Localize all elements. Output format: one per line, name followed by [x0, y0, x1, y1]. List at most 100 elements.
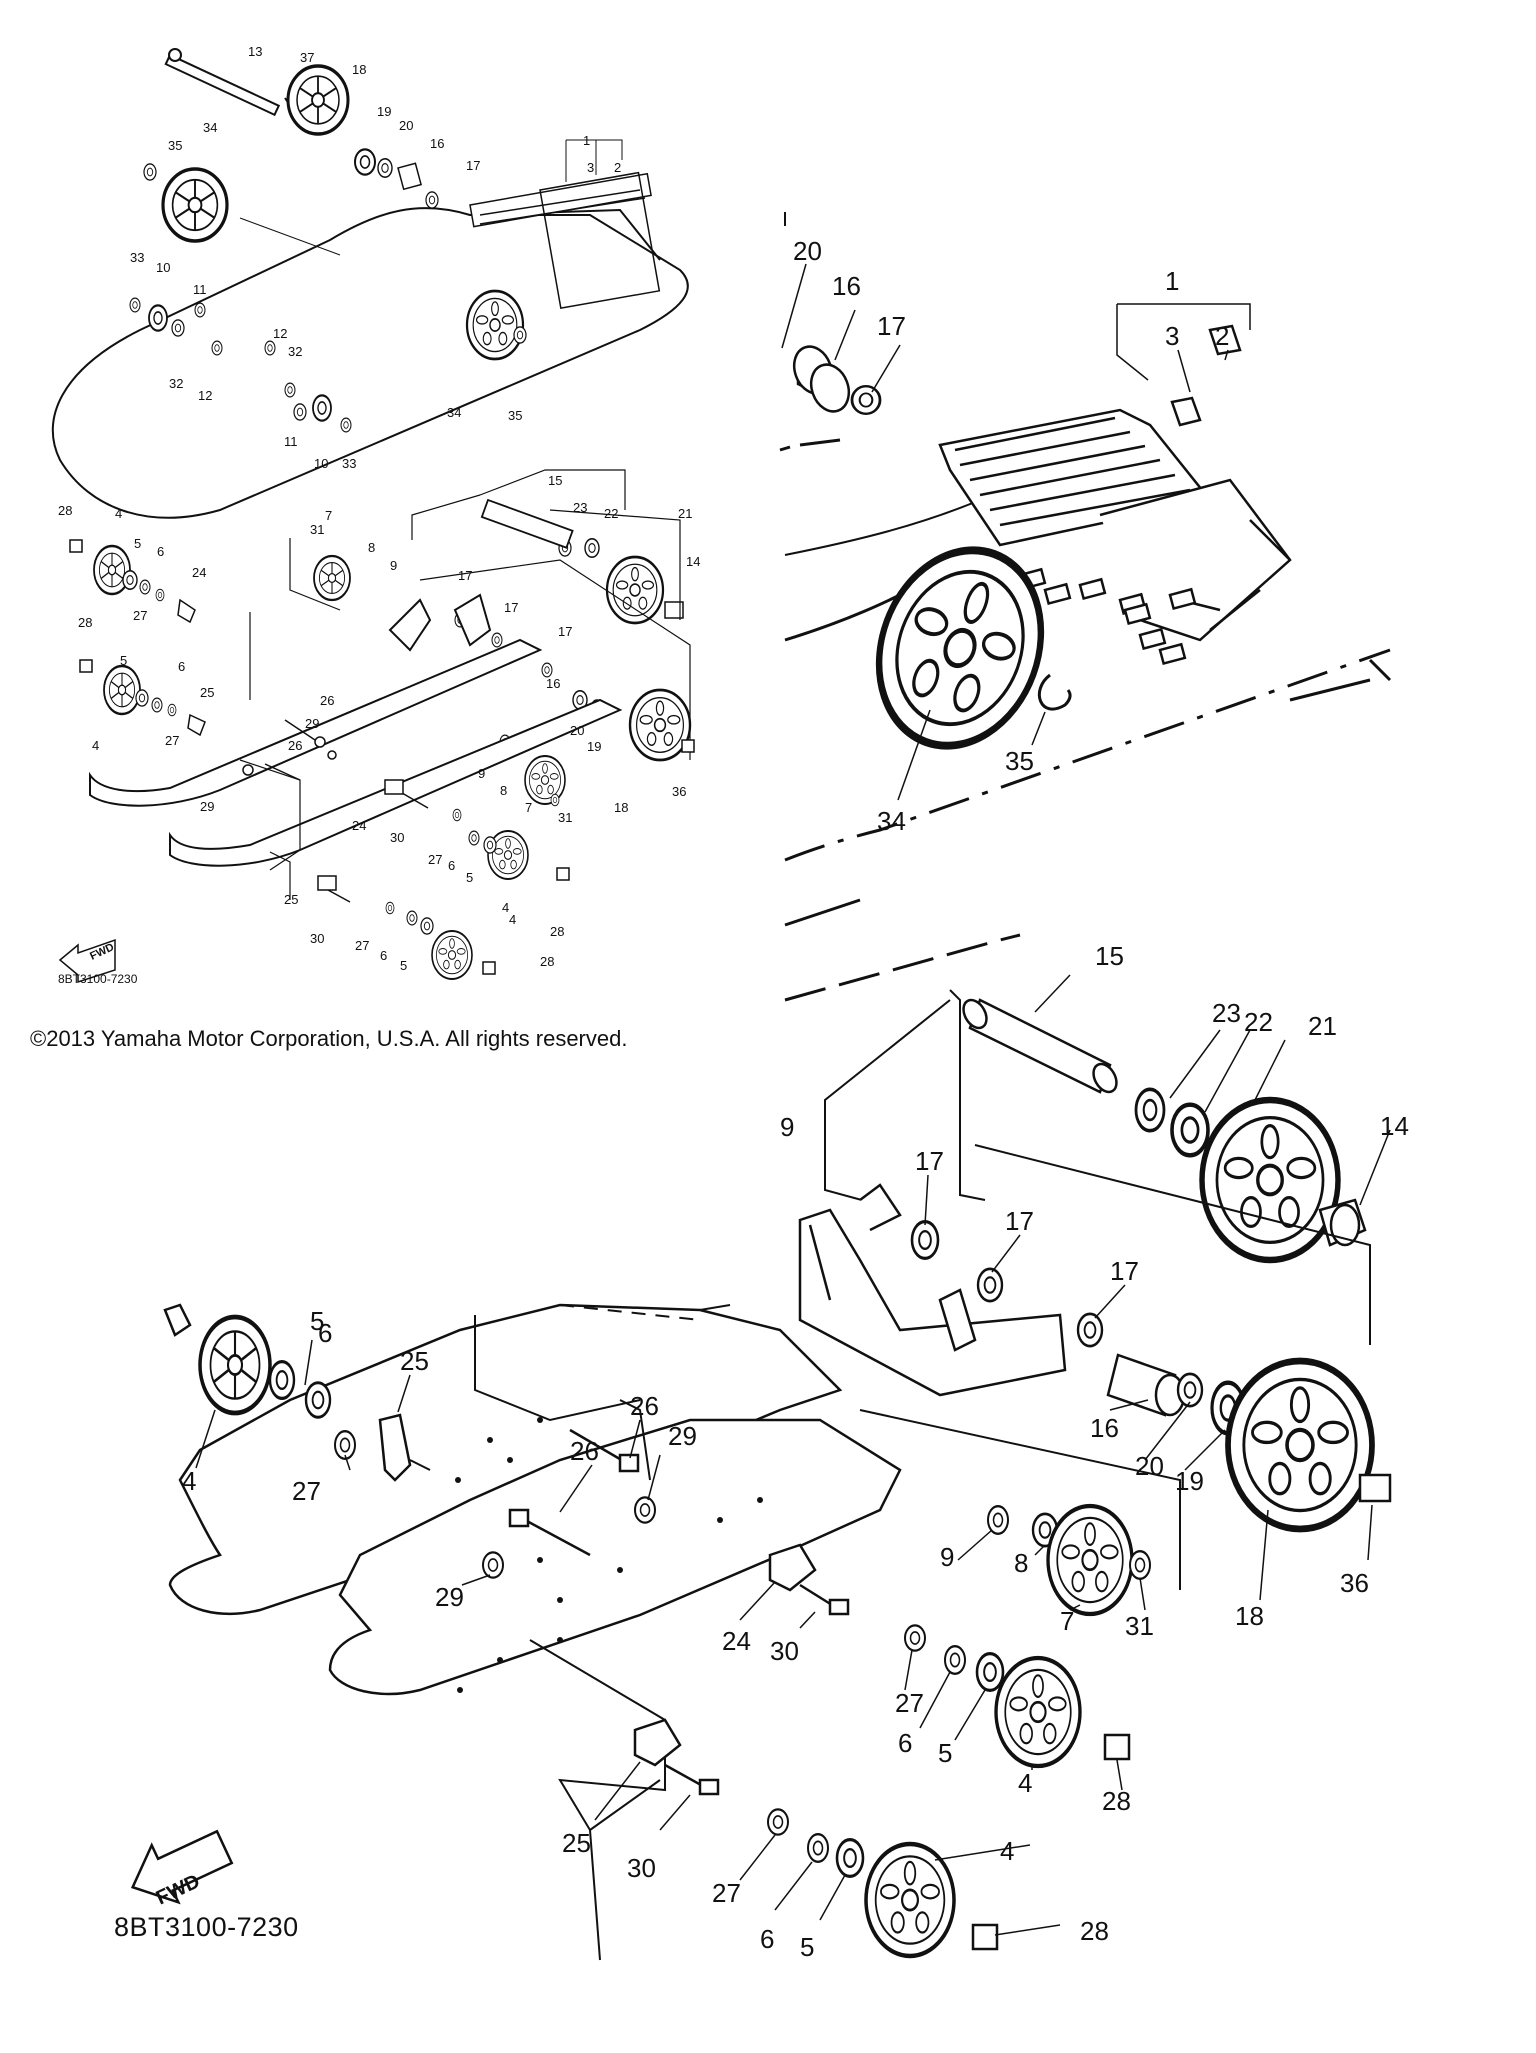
overview-callout-36: 9	[390, 558, 397, 573]
overview-callout-21: 33	[342, 456, 356, 471]
overview-callout-61: 24	[352, 818, 366, 833]
overview-callout-51: 29	[200, 799, 214, 814]
overview-callout-65: 5	[466, 870, 473, 885]
detail-callout-11: 21	[1308, 1011, 1337, 1041]
overview-callout-69: 30	[310, 931, 324, 946]
overview-callout-45: 4	[92, 738, 99, 753]
detail-callout-25: 29	[435, 1582, 464, 1612]
detail-callout-10: 22	[1244, 1007, 1273, 1037]
overview-callout-22: 34	[447, 405, 461, 420]
overview-callout-37: 24	[192, 565, 206, 580]
overview-callout-5: 16	[430, 136, 444, 151]
overview-callout-70: 27	[355, 938, 369, 953]
overview-callout-59: 7	[525, 800, 532, 815]
detail-callout-21: 27	[292, 1476, 321, 1506]
detail-callout-43: 30	[627, 1853, 656, 1883]
part-code-small: 8BT3100-7230	[58, 972, 138, 986]
overview-callout-66: 4	[502, 900, 509, 915]
overview-callout-48: 26	[320, 693, 334, 708]
overview-callout-24: 15	[548, 473, 562, 488]
overview-callout-9: 1	[583, 133, 590, 148]
overview-callout-52: 16	[546, 676, 560, 691]
detail-callout-6: 34	[877, 806, 906, 836]
overview-callout-30: 4	[115, 506, 122, 521]
overview-callout-44: 6	[178, 659, 185, 674]
overview-callout-60: 31	[558, 810, 572, 825]
overview-callout-23: 35	[508, 408, 522, 423]
overview-callout-13: 10	[156, 260, 170, 275]
overview-callout-6: 17	[466, 158, 480, 173]
overview-callout-3: 19	[377, 104, 391, 119]
overview-callout-47: 25	[200, 685, 214, 700]
copyright-notice: ©2013 Yamaha Motor Corporation, U.S.A. A…	[30, 1026, 628, 1051]
detail-callout-17: 5	[310, 1306, 324, 1336]
detail-callout-24: 26	[570, 1436, 599, 1466]
overview-callout-67: 28	[550, 924, 564, 939]
overview-callout-43: 5	[120, 653, 127, 668]
overview-callout-73: 4	[509, 912, 516, 927]
overview-callout-54: 19	[587, 739, 601, 754]
detail-callout-19: 25	[400, 1346, 429, 1376]
detail-callout-16: 17	[1110, 1256, 1139, 1286]
overview-callout-38: 27	[133, 608, 147, 623]
overview-callout-31: 5	[134, 536, 141, 551]
detail-callout-28: 19	[1175, 1466, 1204, 1496]
detail-callout-29: 18	[1235, 1601, 1264, 1631]
overview-drawing	[51, 48, 694, 982]
overview-callout-53: 20	[570, 723, 584, 738]
detail-callout-47: 4	[1000, 1836, 1014, 1866]
overview-callout-40: 17	[504, 600, 518, 615]
overview-callout-19: 11	[284, 434, 298, 449]
overview-callout-14: 11	[193, 282, 207, 297]
overview-callout-68: 25	[284, 892, 298, 907]
detail-callout-1: 16	[832, 271, 861, 301]
overview-callout-33: 7	[325, 508, 332, 523]
overview-callout-34: 31	[310, 522, 324, 537]
detail-callout-12: 14	[1380, 1111, 1409, 1141]
detail-callout-9: 23	[1212, 998, 1241, 1028]
overview-callout-32: 6	[157, 544, 164, 559]
detail-callout-0: 20	[793, 236, 822, 266]
overview-callout-4: 20	[399, 118, 413, 133]
detail-callout-5: 2	[1215, 321, 1229, 351]
overview-callout-12: 33	[130, 250, 144, 265]
detail-callout-46: 5	[800, 1932, 814, 1962]
overview-callout-1: 37	[300, 50, 314, 65]
overview-callout-39: 17	[458, 568, 472, 583]
overview-callout-20: 10	[314, 456, 328, 471]
detail-callout-20: 4	[182, 1466, 196, 1496]
overview-callout-72: 5	[400, 958, 407, 973]
detail-callout-37: 27	[895, 1688, 924, 1718]
detail-callout-22: 26	[630, 1391, 659, 1421]
detail-callout-34: 31	[1125, 1611, 1154, 1641]
overview-callout-11: 2	[614, 160, 621, 175]
overview-callout-57: 9	[478, 766, 485, 781]
detail-callout-39: 5	[938, 1738, 952, 1768]
detail-callout-48: 28	[1080, 1916, 1109, 1946]
detail-callout-14: 17	[915, 1146, 944, 1176]
detail-callout-18: 6	[318, 1318, 332, 1348]
overview-callout-63: 27	[428, 852, 442, 867]
detail-callout-32: 8	[1014, 1548, 1028, 1578]
overview-callout-50: 26	[288, 738, 302, 753]
detail-callout-31: 9	[940, 1542, 954, 1572]
detail-callout-8: 15	[1095, 941, 1124, 971]
overview-callout-64: 6	[448, 858, 455, 873]
detail-callout-40: 4	[1018, 1768, 1032, 1798]
detail-callout-13: 9	[780, 1112, 794, 1142]
overview-callout-10: 3	[587, 160, 594, 175]
detail-callout-26: 16	[1090, 1413, 1119, 1443]
detail-callout-41: 28	[1102, 1786, 1131, 1816]
detail-callout-33: 7	[1060, 1606, 1074, 1636]
detail-callout-27: 20	[1135, 1451, 1164, 1481]
detail-callout-30: 36	[1340, 1568, 1369, 1598]
overview-callout-41: 17	[558, 624, 572, 639]
detail-callout-4: 3	[1165, 321, 1179, 351]
overview-callout-74: 28	[540, 954, 554, 969]
overview-callout-55: 18	[614, 800, 628, 815]
detail-callout-2: 17	[877, 311, 906, 341]
overview-callout-8: 34	[203, 120, 217, 135]
